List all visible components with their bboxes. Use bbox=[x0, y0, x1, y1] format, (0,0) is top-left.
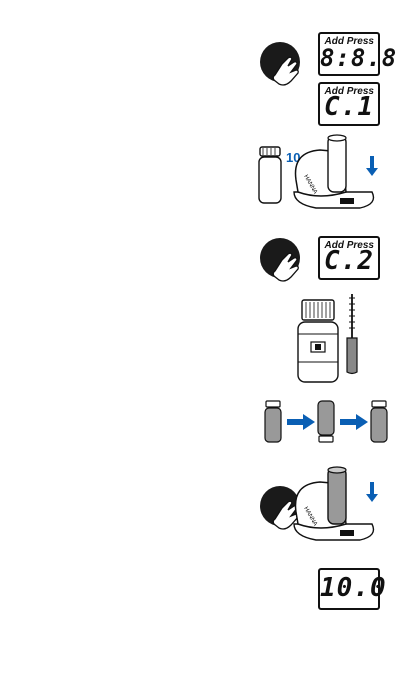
finger-press-button-icon bbox=[258, 40, 308, 90]
reagent-bottle-icon bbox=[296, 298, 340, 384]
lcd-display-value: 8:8.8 bbox=[320, 44, 378, 72]
right-arrow-icon bbox=[340, 414, 368, 430]
lcd-display-value: C.1 bbox=[320, 92, 378, 122]
sample-vial-icon bbox=[370, 400, 388, 444]
meter-insert-icon: HANNA bbox=[290, 130, 390, 212]
sample-vial-icon bbox=[256, 146, 284, 204]
lcd-display-c1: Add Press C.1 bbox=[318, 82, 380, 126]
finger-press-button-icon bbox=[258, 236, 308, 286]
sample-vial-icon bbox=[264, 400, 282, 444]
meter-insert-icon: HANNA bbox=[290, 462, 390, 544]
sample-vial-icon bbox=[317, 400, 335, 444]
lcd-display-value: C.2 bbox=[320, 246, 378, 276]
lcd-display-startup: Add Press 8:8.8 bbox=[318, 32, 380, 76]
lcd-display-result: 10.0 bbox=[318, 568, 380, 610]
right-arrow-icon bbox=[287, 414, 315, 430]
dropper-pipette-icon bbox=[342, 292, 362, 376]
lcd-display-c2: Add Press C.2 bbox=[318, 236, 380, 280]
lcd-display-value: 10.0 bbox=[320, 573, 378, 603]
